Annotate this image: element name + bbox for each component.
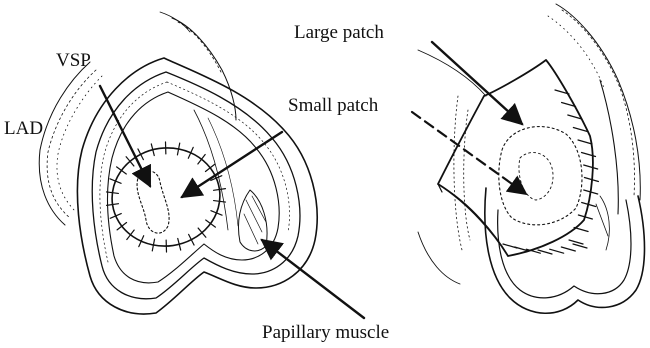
suture-stitch: [503, 244, 517, 248]
label-papillary-muscle: Papillary muscle: [262, 323, 389, 342]
suture-stitch: [206, 220, 216, 227]
right-heart-outer: [485, 188, 645, 313]
label-large-patch: Large patch: [294, 23, 384, 42]
suture-stitch: [569, 240, 583, 244]
suture-stitch: [574, 228, 588, 232]
left-heart-inner: [92, 72, 300, 299]
suture-stitch: [561, 247, 575, 251]
suture-stitch: [127, 230, 134, 239]
label-vsp: VSP: [56, 51, 91, 70]
suture-stitch: [106, 192, 118, 194]
suture-stitch: [205, 164, 214, 171]
label-lad: LAD: [4, 119, 43, 138]
large-patch-sutures: [503, 90, 598, 254]
suture-stitch: [117, 167, 127, 174]
left-epicardial-fat-left: [39, 62, 90, 225]
suture-stitch: [573, 244, 587, 248]
small-patch-hidden: [499, 127, 582, 225]
left-heart-cavity: [108, 92, 280, 283]
arrow-vsp: [100, 86, 150, 186]
right-heart: [418, 4, 645, 313]
suture-stitch: [117, 223, 126, 230]
suture-stitch: [578, 140, 592, 144]
left-epicardial-fat-right: [172, 18, 236, 120]
suture-stitch: [584, 165, 598, 169]
suture-stitch: [214, 189, 226, 191]
right-heart-inner: [498, 200, 631, 298]
right-epicardial-fat: [556, 4, 640, 200]
arrow-papillary-muscle: [262, 240, 364, 318]
small-patch: [106, 141, 227, 253]
suture-stitch: [107, 204, 119, 206]
large-patch: [438, 60, 593, 256]
vsp-defect: [137, 171, 169, 233]
suture-stitch: [198, 154, 205, 163]
label-small-patch: Small patch: [288, 96, 378, 115]
suture-stitch: [550, 249, 564, 253]
